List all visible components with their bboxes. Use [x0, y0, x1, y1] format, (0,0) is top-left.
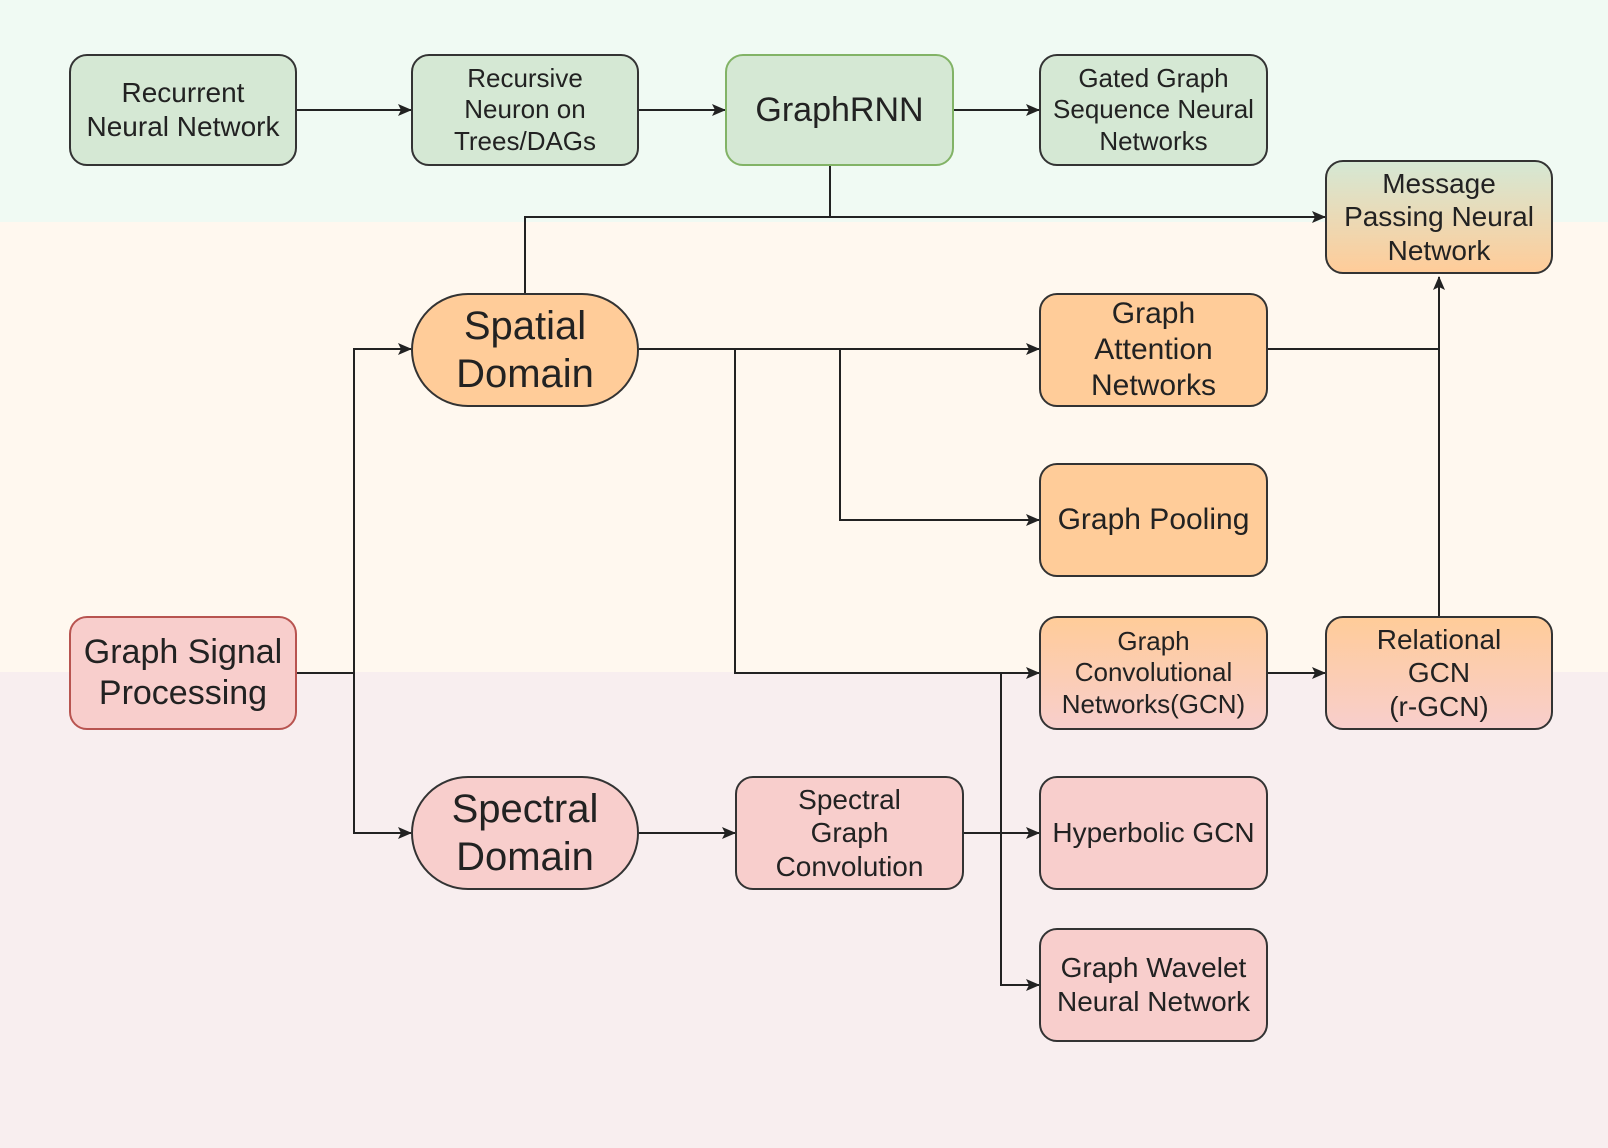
- node-graph-attention-networks: Graph Attention Networks: [1039, 293, 1268, 407]
- edge-spatial-to-pooling: [839, 349, 1040, 526]
- node-spatial-domain: Spatial Domain: [411, 293, 639, 407]
- edge-gsp-to-spectral: [353, 673, 412, 839]
- node-graph-signal-processing: Graph Signal Processing: [69, 616, 297, 730]
- node-relational-gcn: Relational GCN (r-GCN): [1325, 616, 1553, 730]
- node-graph-convolutional-networks: Graph Convolutional Networks(GCN): [1039, 616, 1268, 730]
- node-graphrnn: GraphRNN: [725, 54, 954, 166]
- edge-spatial-to-gcn: [734, 349, 1040, 679]
- node-spectral-domain: Spectral Domain: [411, 776, 639, 890]
- node-spectral-graph-convolution: Spectral Graph Convolution: [735, 776, 964, 890]
- edge-gsp-to-spatial: [353, 343, 412, 673]
- edge-sgc-to-gwnn: [1000, 833, 1040, 991]
- background-band-middle: [0, 222, 1608, 672]
- edge-spatial-to-mpnn: [524, 216, 830, 293]
- node-message-passing-nn: Message Passing Neural Network: [1325, 160, 1553, 274]
- edge-graphrnn-to-mpnn: [829, 166, 1326, 223]
- node-hyperbolic-gcn: Hyperbolic GCN: [1039, 776, 1268, 890]
- node-recurrent-neural-network: Recurrent Neural Network: [69, 54, 297, 166]
- node-graph-pooling: Graph Pooling: [1039, 463, 1268, 577]
- node-gated-graph-sequence-nn: Gated Graph Sequence Neural Networks: [1039, 54, 1268, 166]
- background-band-bottom: [0, 672, 1608, 1148]
- node-recursive-neuron: Recursive Neuron on Trees/DAGs: [411, 54, 639, 166]
- node-graph-wavelet-nn: Graph Wavelet Neural Network: [1039, 928, 1268, 1042]
